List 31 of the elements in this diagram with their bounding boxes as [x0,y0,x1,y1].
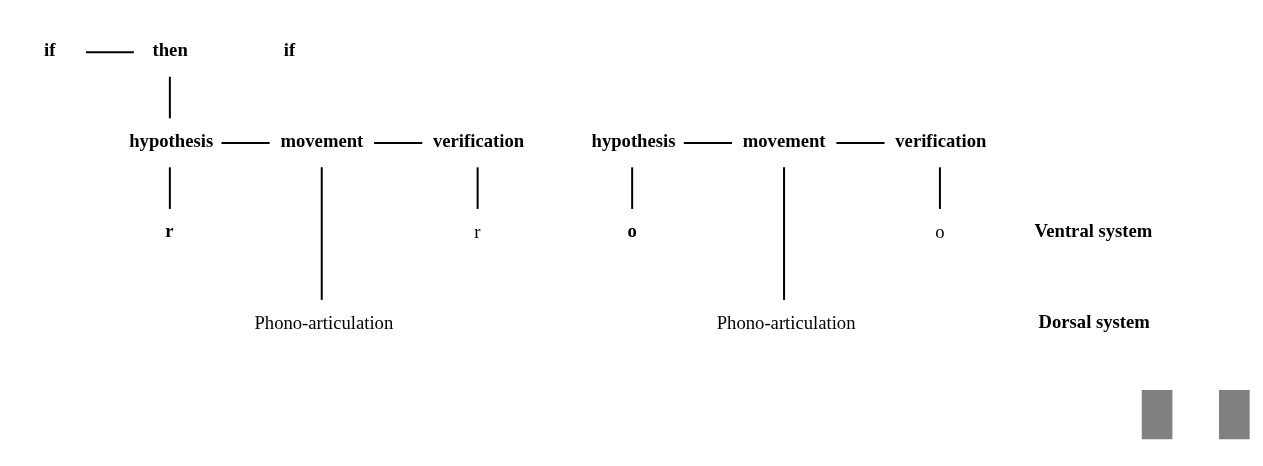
connector [168,165,171,210]
label: Ventral system [1034,219,1153,241]
connector [631,165,634,210]
node-text: r [474,220,481,242]
connector [220,141,271,144]
node-text: o [935,220,945,242]
node-text: if [283,38,296,60]
connector [835,141,886,144]
node-text: if [43,38,56,60]
connector [320,165,323,301]
connector [783,165,786,301]
connector [682,141,733,144]
connector [938,165,941,210]
node-text: then [152,38,188,60]
node-text: verification [432,129,525,150]
node-text: r [165,219,174,241]
node-text: movement [280,129,364,150]
connector [373,141,424,144]
connector [85,50,135,53]
node-bar [1141,389,1173,439]
node-text: o [627,219,637,241]
node-text: Phono-articulation [254,311,394,333]
connector [476,165,479,210]
node-text: movement [742,129,826,150]
node-text: hypothesis [129,129,214,150]
node-text: verification [895,129,987,150]
node-bar [1219,389,1250,439]
node-text: Phono-articulation [716,311,856,333]
connector [168,75,171,119]
node-text: hypothesis [591,129,676,150]
label: Dorsal system [1038,310,1150,332]
